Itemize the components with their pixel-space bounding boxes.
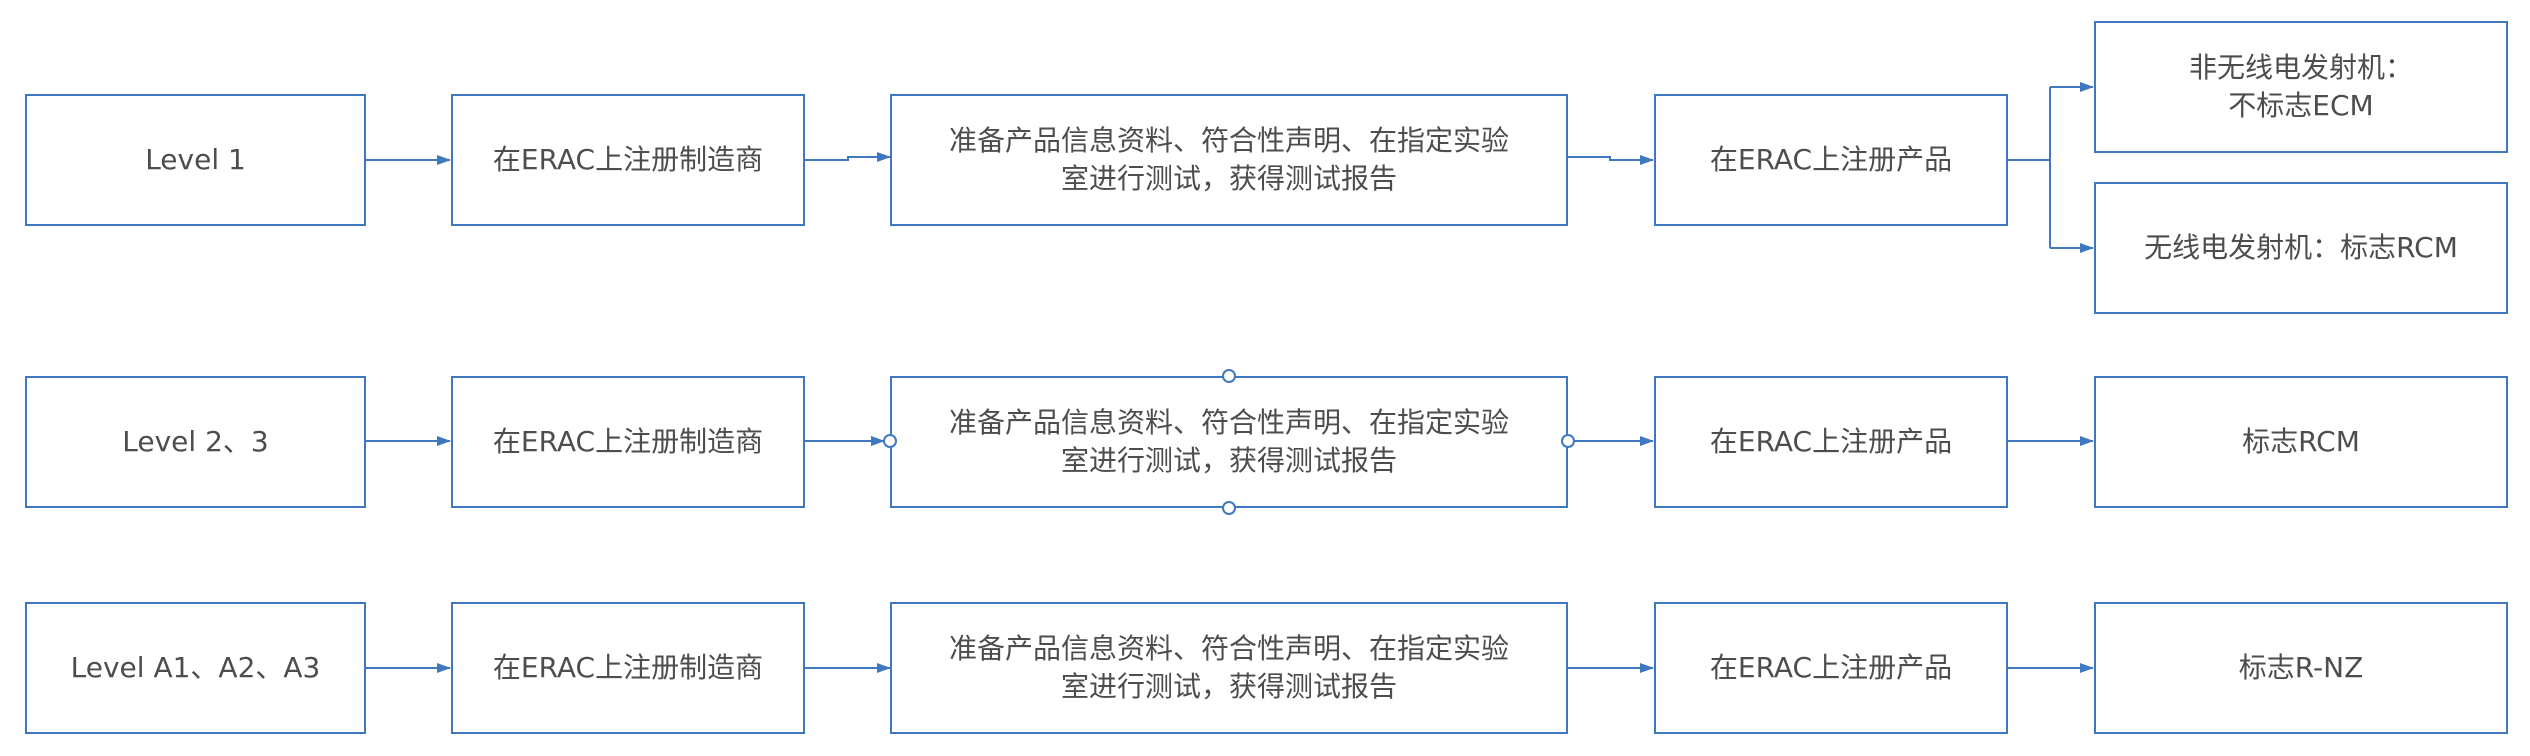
level-box-row3: Level A1、A2、A3: [25, 602, 366, 734]
arrow-manufacturer-to-prepare-row1: [805, 152, 891, 162]
outcome-box-row3: 标志R-NZ: [2094, 602, 2508, 734]
prepare-and-test-box-row3: 准备产品信息资料、符合性声明、在指定实验 室进行测试，获得测试报告: [890, 602, 1568, 734]
resize-handle-right[interactable]: [1561, 434, 1575, 448]
level-box-row2: Level 2、3: [25, 376, 366, 508]
register-product-box-row2: 在ERAC上注册产品: [1654, 376, 2008, 508]
resize-handle-top[interactable]: [1222, 369, 1236, 383]
register-manufacturer-box-row2: 在ERAC上注册制造商: [451, 376, 805, 508]
outcome-box-row1-1: 非无线电发射机： 不标志ECM: [2094, 21, 2508, 153]
resize-handle-bottom[interactable]: [1222, 501, 1236, 515]
resize-handle-left[interactable]: [883, 434, 897, 448]
register-product-box-row1: 在ERAC上注册产品: [1654, 94, 2008, 226]
register-product-box-row3: 在ERAC上注册产品: [1654, 602, 2008, 734]
register-manufacturer-box-row3: 在ERAC上注册制造商: [451, 602, 805, 734]
level-box-row1: Level 1: [25, 94, 366, 226]
outcome-box-row1-2: 无线电发射机：标志RCM: [2094, 182, 2508, 314]
branch-trunk-row1: [2008, 87, 2051, 248]
prepare-and-test-box-row1: 准备产品信息资料、符合性声明、在指定实验 室进行测试，获得测试报告: [890, 94, 1568, 226]
arrow-prepare-to-product-row1: [1568, 155, 1654, 165]
outcome-box-row2: 标志RCM: [2094, 376, 2508, 508]
register-manufacturer-box-row1: 在ERAC上注册制造商: [451, 94, 805, 226]
